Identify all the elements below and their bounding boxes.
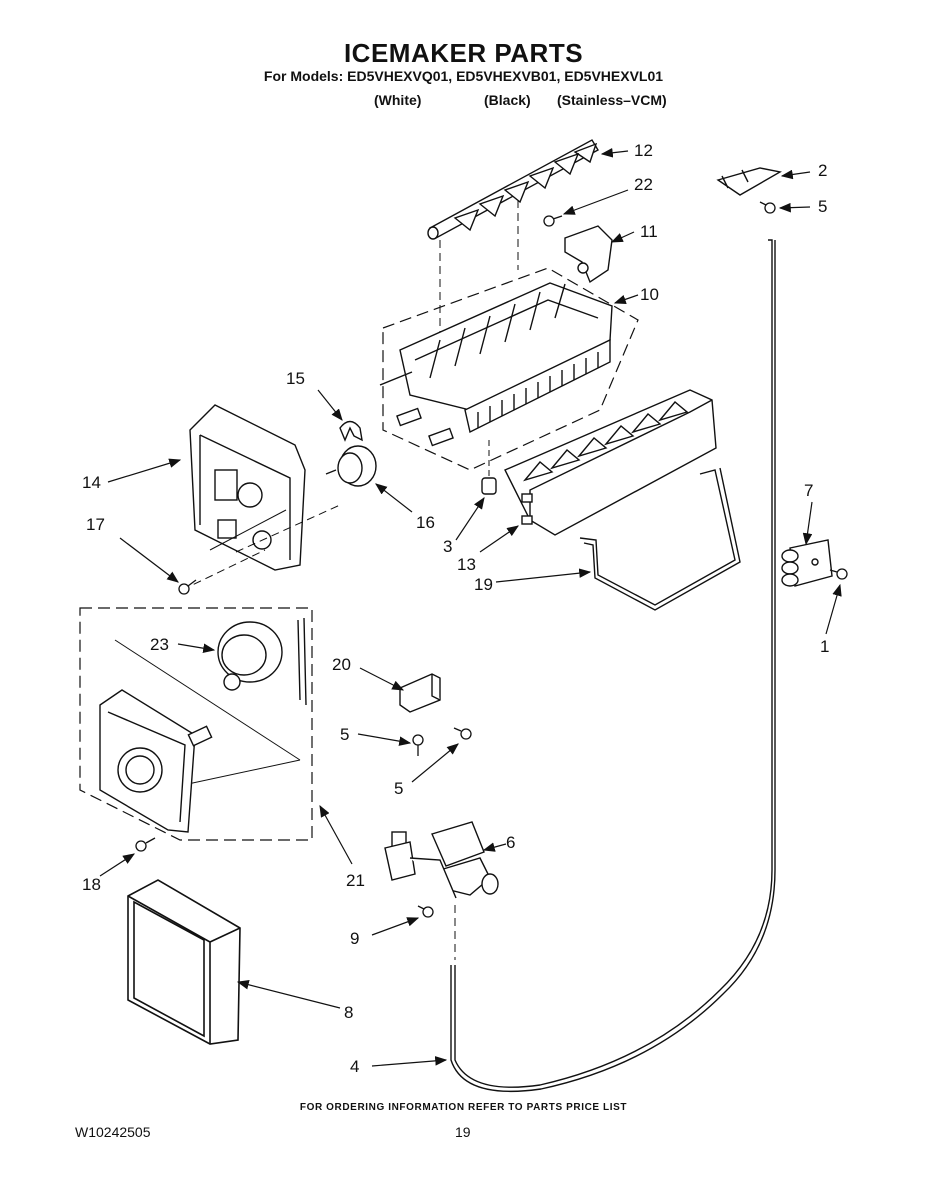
callout-17: 17	[86, 515, 105, 534]
callout-11: 11	[640, 222, 658, 241]
callout-8: 8	[344, 1003, 353, 1022]
bracket-part-20	[399, 673, 441, 713]
callout-16: 16	[416, 513, 435, 532]
color-stainless: (Stainless–VCM)	[557, 92, 667, 108]
ejector-part	[427, 139, 599, 240]
screw-part-22	[543, 215, 563, 227]
water-tube-part-4	[450, 239, 776, 1093]
document-number: W10242505	[75, 1124, 151, 1140]
clamp-part-7	[781, 539, 833, 587]
callout-23: 23	[150, 635, 169, 654]
screw-part-18	[135, 837, 156, 852]
assembly-outline-motor	[79, 607, 313, 841]
callout-12: 12	[634, 141, 653, 160]
cover-part-13	[504, 389, 717, 536]
callout-2: 2	[818, 161, 827, 180]
callout-5-mid: 5	[340, 725, 349, 744]
callout-6: 6	[506, 833, 515, 852]
callout-9: 9	[350, 929, 359, 948]
callout-7: 7	[804, 481, 813, 500]
motor-part-23	[217, 617, 307, 706]
bracket-part-11	[564, 225, 613, 284]
clip-part-15	[339, 420, 363, 442]
callout-4: 4	[350, 1057, 359, 1076]
callout-5-low: 5	[394, 779, 403, 798]
color-black: (Black)	[484, 92, 531, 108]
leader-lines	[99, 147, 842, 1067]
screw-part-5-top	[759, 201, 776, 214]
callout-13: 13	[457, 555, 476, 574]
control-plate-part-21	[99, 689, 213, 833]
assembly-outline-tray	[382, 267, 639, 471]
color-white: (White)	[374, 92, 422, 108]
callout-22: 22	[634, 175, 653, 194]
mold-part-10	[379, 282, 613, 447]
cover-part-8	[127, 879, 241, 1045]
shutoff-arm-part-19	[579, 467, 741, 611]
callout-19: 19	[474, 575, 493, 594]
page-title: ICEMAKER PARTS	[343, 38, 584, 68]
housing-part-14	[189, 404, 306, 571]
clip-part-2	[716, 167, 782, 196]
thermostat-part-16	[325, 445, 377, 487]
screw-part-5-low	[453, 727, 472, 740]
callout-5-top: 5	[818, 197, 827, 216]
callout-1: 1	[820, 637, 829, 656]
ordering-note: FOR ORDERING INFORMATION REFER TO PARTS …	[299, 1102, 628, 1113]
screw-part-5-mid	[412, 734, 424, 756]
callout-14: 14	[82, 473, 101, 492]
page-number: 19	[455, 1124, 471, 1140]
screw-part-1	[829, 568, 848, 580]
callout-10: 10	[640, 285, 659, 304]
water-valve-part-6	[384, 821, 499, 899]
callout-21: 21	[346, 871, 365, 890]
clip-part-3	[481, 477, 497, 495]
models-line: For Models: ED5VHEXVQ01, ED5VHEXVB01, ED…	[263, 68, 664, 84]
callout-18: 18	[82, 875, 101, 894]
callout-20: 20	[332, 655, 351, 674]
callout-15: 15	[286, 369, 305, 388]
screw-part-17	[178, 579, 197, 595]
callout-3: 3	[443, 537, 452, 556]
screw-part-9	[417, 905, 434, 918]
